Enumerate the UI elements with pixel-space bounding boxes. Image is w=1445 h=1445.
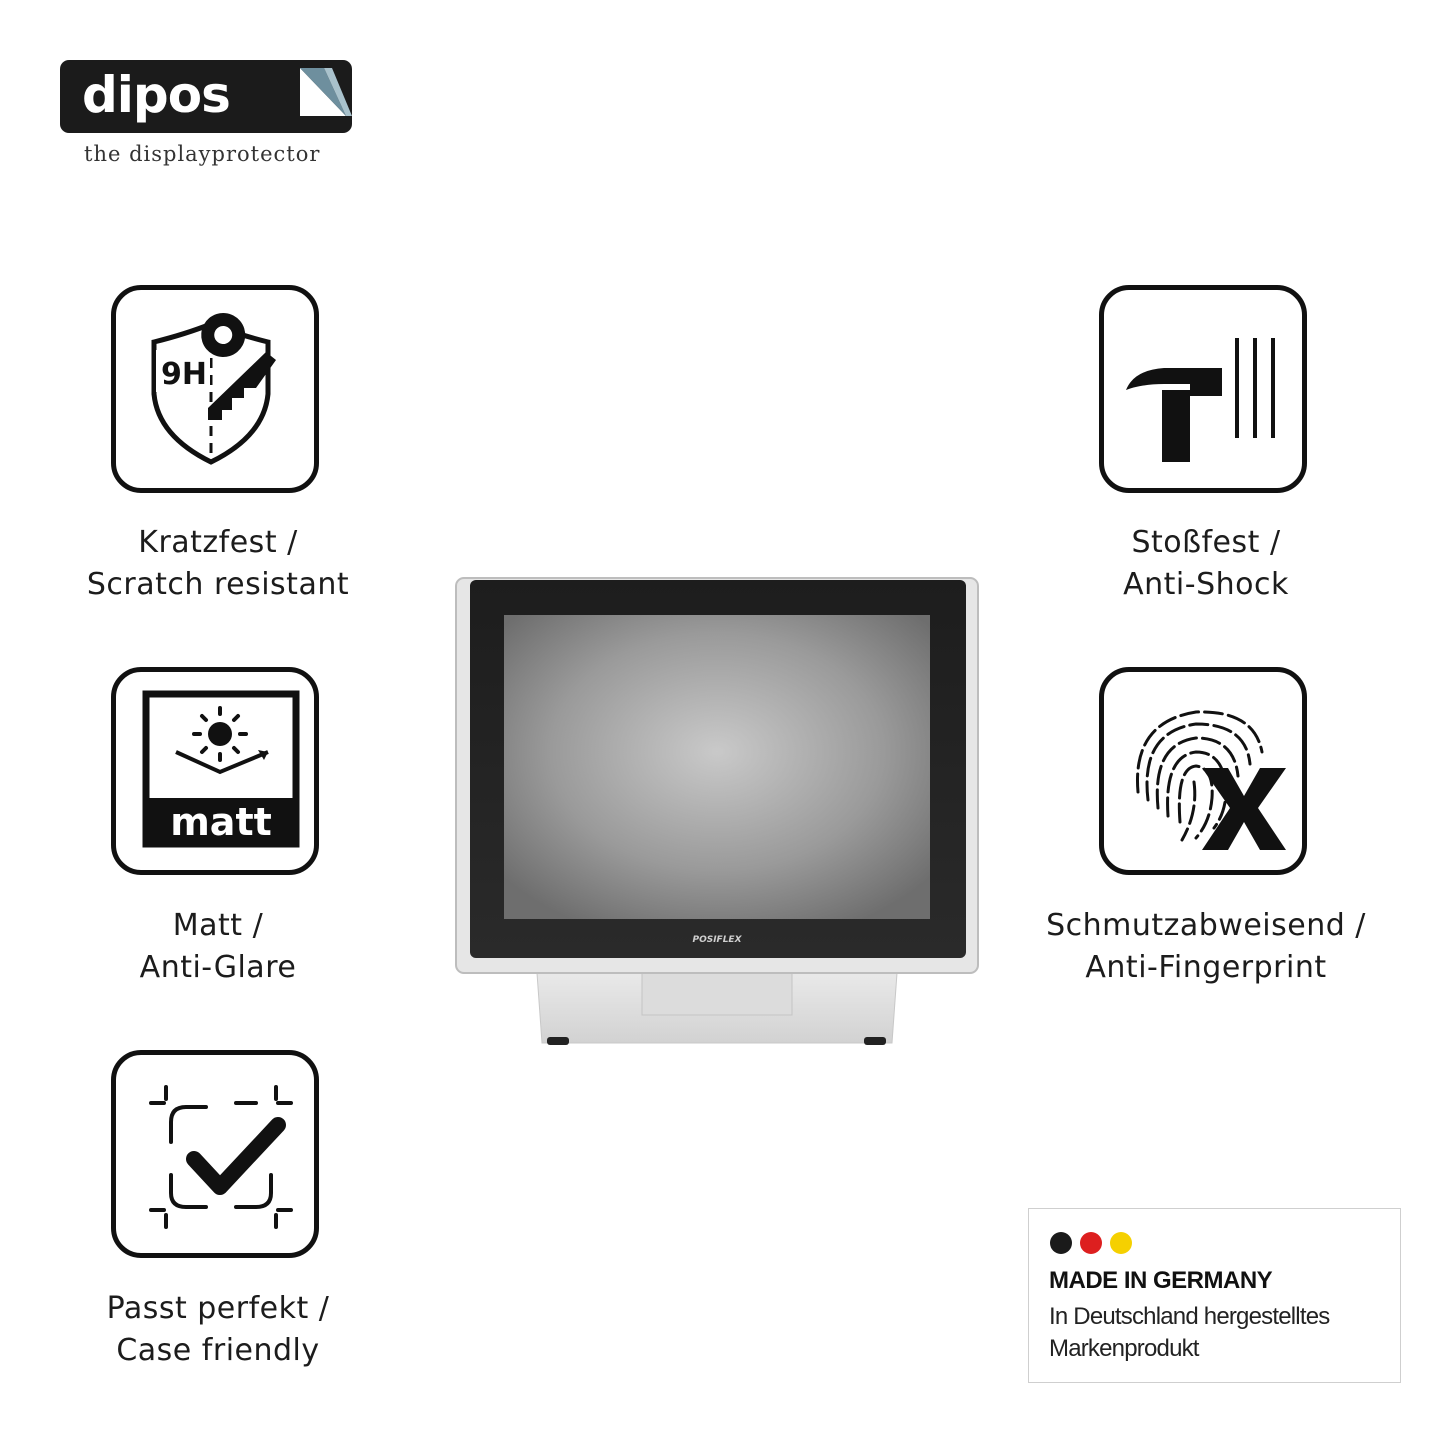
shield-key-icon: 9H bbox=[151, 313, 276, 465]
made-in-germany-badge: MADE IN GERMANY In Deutschland hergestel… bbox=[1028, 1208, 1401, 1383]
caption-line: Matt / bbox=[172, 908, 264, 943]
caption-line: Stoßfest / bbox=[1131, 525, 1281, 560]
dipos-logo: dipos the displayprotector bbox=[60, 60, 360, 175]
matt-sun-icon: matt bbox=[142, 690, 300, 848]
case-friendly-caption: Passt perfekt / Case friendly bbox=[8, 1288, 428, 1372]
made-in-germany-title: MADE IN GERMANY bbox=[1049, 1267, 1273, 1294]
subtitle-line: In Deutschland hergestelltes bbox=[1049, 1303, 1330, 1330]
scratch-resistant-icon-box: 9H bbox=[111, 285, 319, 493]
fingerprint-x-icon bbox=[1135, 710, 1286, 850]
pos-monitor-image: POSIFLEX bbox=[455, 577, 979, 1045]
scratch-resistant-caption: Kratzfest / Scratch resistant bbox=[8, 522, 428, 606]
matt-caption: Matt / Anti-Glare bbox=[8, 905, 428, 989]
matt-icon-box: matt bbox=[111, 667, 319, 875]
peel-corner-icon bbox=[300, 68, 352, 116]
anti-shock-caption: Stoßfest / Anti-Shock bbox=[996, 522, 1416, 606]
caption-line: Kratzfest / bbox=[138, 525, 298, 560]
anti-fingerprint-caption: Schmutzabweisend / Anti-Fingerprint bbox=[996, 905, 1416, 989]
anti-shock-icon-box bbox=[1099, 285, 1307, 493]
caption-line: Anti-Shock bbox=[1123, 567, 1289, 602]
caption-line: Passt perfekt / bbox=[106, 1291, 330, 1326]
check-in-frame-icon bbox=[149, 1085, 293, 1229]
subtitle-line: Markenprodukt bbox=[1049, 1335, 1199, 1362]
caption-line: Anti-Fingerprint bbox=[1085, 950, 1327, 985]
monitor-brand-label: POSIFLEX bbox=[692, 935, 742, 945]
logo-wordmark: dipos bbox=[82, 66, 231, 124]
nine-h-label: 9H bbox=[161, 357, 207, 392]
logo-tagline: the displayprotector bbox=[84, 142, 321, 166]
caption-line: Case friendly bbox=[116, 1333, 320, 1368]
caption-line: Anti-Glare bbox=[139, 950, 297, 985]
hammer-icon bbox=[1126, 338, 1275, 462]
caption-line: Scratch resistant bbox=[86, 567, 350, 602]
made-in-germany-subtitle: In Deutschland hergestelltes Markenprodu… bbox=[1049, 1301, 1330, 1365]
logo-badge: dipos bbox=[60, 60, 352, 133]
german-flag-dots-icon bbox=[1050, 1232, 1132, 1254]
matt-label: matt bbox=[170, 800, 272, 844]
caption-line: Schmutzabweisend / bbox=[1046, 908, 1366, 943]
anti-fingerprint-icon-box bbox=[1099, 667, 1307, 875]
case-friendly-icon-box bbox=[111, 1050, 319, 1258]
